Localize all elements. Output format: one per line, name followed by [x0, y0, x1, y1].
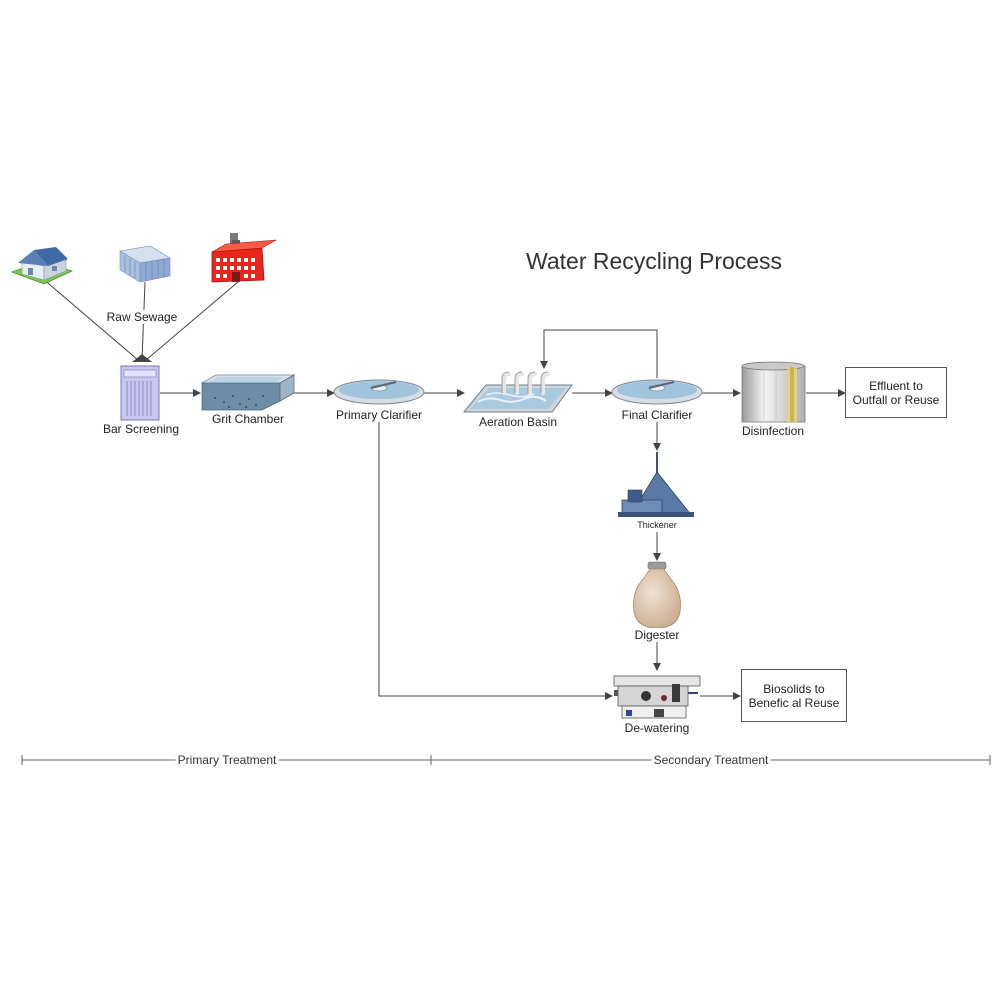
bar-screening-label: Bar Screening — [102, 422, 180, 436]
phase-timeline — [21, 755, 991, 765]
grit-chamber-icon — [200, 374, 296, 411]
factory-icon — [211, 233, 277, 283]
aeration-basin-label: Aeration Basin — [478, 415, 558, 429]
effluent-line-2: Outfall or Reuse — [852, 392, 940, 407]
clarifier-icon — [333, 379, 425, 405]
effluent-output-box: Effluent to Outfall or Reuse — [845, 367, 947, 418]
grit-chamber-label: Grit Chamber — [211, 412, 285, 426]
page-title: Water Recycling Process — [526, 248, 783, 274]
primary-sludge-line — [378, 412, 613, 700]
biosolids-output-box: Biosolids to Benefic al Reuse — [741, 669, 847, 722]
biosolids-line-2: Benefic al Reuse — [748, 695, 840, 710]
aeration-basin-icon — [462, 371, 573, 413]
connector-house-to-screening — [41, 277, 139, 361]
dewatering-label: De-watering — [623, 721, 691, 735]
clarifier-icon — [611, 379, 703, 405]
final-clarifier-label: Final Clarifier — [620, 408, 694, 422]
thickener-label: Thickener — [636, 518, 678, 532]
bar-screen-icon — [120, 365, 160, 421]
thickener-icon — [618, 452, 694, 517]
office-building-icon — [119, 245, 171, 283]
digester-label: Digester — [633, 628, 681, 642]
connectors — [41, 277, 846, 700]
secondary-treatment-label: Secondary Treatment — [651, 753, 771, 767]
house-icon — [10, 247, 74, 285]
biosolids-line-1: Biosolids to — [763, 681, 825, 696]
return-sludge-line — [540, 329, 658, 378]
disinfection-label: Disinfection — [741, 424, 805, 438]
dewatering-press-icon — [613, 675, 701, 719]
connector-factory-to-screening — [145, 281, 239, 361]
primary-treatment-label: Primary Treatment — [175, 753, 279, 767]
effluent-line-1: Effluent to — [869, 378, 923, 393]
disinfection-tank-icon — [741, 361, 806, 423]
raw-sewage-label: Raw Sewage — [105, 310, 179, 324]
primary-clarifier-label: Primary Clarifier — [334, 408, 424, 422]
merge-point-icon — [132, 354, 152, 362]
digester-icon — [633, 561, 681, 629]
